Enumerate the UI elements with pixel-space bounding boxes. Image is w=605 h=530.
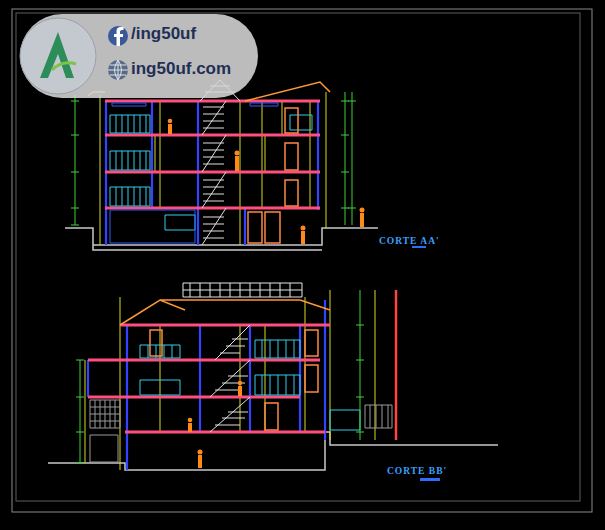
column-lines xyxy=(100,92,326,245)
globe-glyph xyxy=(108,60,128,80)
section-bb xyxy=(48,283,498,481)
roof-penthouse xyxy=(183,283,302,297)
watermark-handle: /ing50uf xyxy=(131,25,196,44)
dimension-lines xyxy=(76,290,364,463)
facebook-icon xyxy=(108,26,128,46)
railings xyxy=(110,115,312,230)
facebook-glyph xyxy=(114,27,124,46)
pipe xyxy=(395,290,398,440)
human-figure xyxy=(238,381,243,386)
human-figure xyxy=(301,231,305,244)
human-figure xyxy=(198,455,202,468)
section-title: CORTE AA' xyxy=(378,236,441,246)
stair-flights xyxy=(202,101,226,245)
roof-line xyxy=(120,300,330,325)
human-figure xyxy=(168,124,172,134)
human-figures xyxy=(188,381,243,468)
section-title: CORTE BB' xyxy=(386,466,448,476)
dimension-lines xyxy=(71,92,356,225)
globe-icon xyxy=(108,60,128,80)
human-figure xyxy=(238,386,242,396)
logo-swoosh xyxy=(52,63,76,70)
human-figure xyxy=(235,151,240,156)
sheet-inner-border xyxy=(16,13,580,501)
human-figure xyxy=(198,450,203,455)
scale-bar xyxy=(420,478,440,481)
human-figure xyxy=(235,156,239,171)
watermark-url: ing50uf.com xyxy=(131,60,231,79)
interior-outline xyxy=(110,103,278,243)
doors xyxy=(248,108,298,243)
human-figure xyxy=(188,423,192,432)
watermark xyxy=(20,14,258,98)
human-figure xyxy=(188,418,193,423)
human-figure xyxy=(168,119,173,124)
logo-circle xyxy=(20,18,96,94)
human-figure xyxy=(360,208,365,213)
window-panels xyxy=(90,400,392,462)
stair-flights xyxy=(210,325,250,432)
ground-line xyxy=(48,432,498,470)
human-figure xyxy=(301,226,306,231)
section-aa xyxy=(65,80,426,250)
railings xyxy=(140,340,360,430)
human-figure xyxy=(360,213,364,227)
watermark-badge xyxy=(20,14,258,98)
doors xyxy=(150,330,318,430)
sheet-border xyxy=(12,9,592,512)
column-lines xyxy=(85,290,375,470)
human-figures xyxy=(168,119,365,244)
logo-mark xyxy=(40,32,74,78)
